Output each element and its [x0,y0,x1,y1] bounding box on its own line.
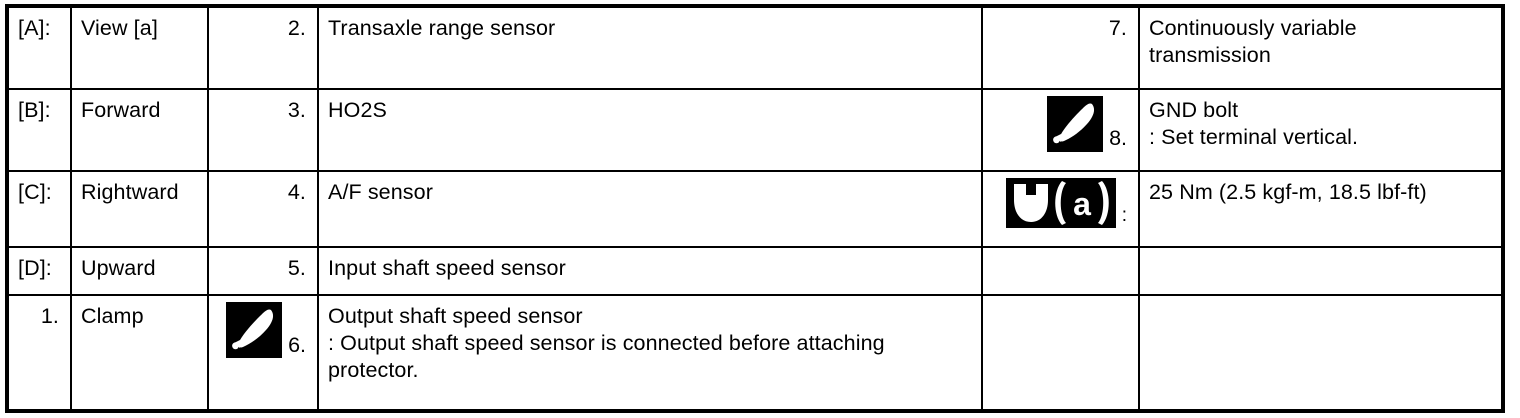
empty-cell [1140,296,1501,409]
icon-number-group-8: 8. [983,90,1138,171]
view-label-b: Forward [81,97,161,122]
row-number-cell: 4. [207,170,319,248]
svg-text:a: a [1073,186,1091,222]
view-tag-c: [C]: [18,180,52,205]
empty-cell [983,248,1138,295]
row-number2-cell: 7. [981,5,1140,90]
row-word-cell: Upward [70,245,209,297]
row-description2-cell: Continuously variable transmission [1138,5,1504,90]
pointer-icon [1047,95,1104,152]
row-tag-cell: [B]: [6,87,72,173]
item-description-5: Input shaft speed sensor [328,255,566,280]
row-tag-cell: 1. [6,294,72,412]
view-tag-a: [A]: [18,16,51,40]
item-description-3: HO2S [328,97,387,122]
row-number2-cell [981,245,1140,297]
item-number-6: 6. [288,332,306,357]
row-number-cell: 6. [207,294,319,412]
row-number-cell: 3. [207,87,319,173]
item-description-4: A/F sensor [328,180,433,205]
row-word-cell: Rightward [70,170,209,248]
row-number2-cell [981,294,1140,412]
empty-cell [983,296,1138,409]
row-number-cell: 2. [207,5,319,90]
row-tag-cell: [D]: [6,245,72,297]
row-description-cell: HO2S [317,87,983,173]
item-number-3: 3. [287,97,306,122]
item-number-7: 7. [1108,16,1127,40]
pointer-icon [226,302,283,359]
row-description-cell: A/F sensor [317,170,983,248]
row-description2-cell: GND bolt : Set terminal vertical. [1138,87,1504,173]
legend-table: [A]: View [a] 2. Transaxle range sensor … [5,4,1505,413]
row-number-cell: 5. [207,245,319,297]
item-description-6: Output shaft speed sensor : Output shaft… [328,304,885,383]
item-number-1: 1. [40,304,59,329]
view-tag-b: [B]: [18,97,51,122]
icon-number-group-6: 6. [209,296,317,409]
row-number2-cell: 8. [981,87,1140,173]
row-description2-cell [1138,245,1504,297]
row-description-cell: Transaxle range sensor [317,5,983,90]
item-description-7: Continuously variable transmission [1149,16,1357,68]
row-tag-cell: [C]: [6,170,72,248]
table-row: [C]: Rightward 4. A/F sensor [6,170,1504,248]
row-description-cell: Input shaft speed sensor [317,245,983,297]
item-description-8: GND bolt : Set terminal vertical. [1149,97,1359,149]
row-description2-cell [1138,294,1504,412]
item-description-2: Transaxle range sensor [328,16,556,40]
row-tag-cell: [A]: [6,5,72,90]
view-tag-d: [D]: [18,255,52,280]
row-word-cell: Forward [70,87,209,173]
row-word-cell: Clamp [70,294,209,412]
icon-number-group-torque: a : [983,172,1138,245]
torque-colon: : [1121,205,1127,227]
view-label-d: Upward [81,255,156,280]
row-description-cell: Output shaft speed sensor : Output shaft… [317,294,983,412]
torque-wrench-a-icon: a [1005,178,1116,229]
item-number-8: 8. [1109,126,1127,151]
table-row: [A]: View [a] 2. Transaxle range sensor … [6,5,1504,90]
view-label-c: Rightward [81,180,179,205]
row-description2-cell: 25 Nm (2.5 kgf-m, 18.5 lbf-ft) [1138,170,1504,248]
table-row: [B]: Forward 3. HO2S [6,87,1504,173]
view-label-a: View [a] [81,16,158,40]
item-number-4: 4. [287,180,306,205]
item-number-2: 2. [287,16,306,40]
item-number-5: 5. [287,255,306,280]
row-number2-cell: a : [981,170,1140,248]
empty-cell [1140,248,1501,295]
row-word-cell: View [a] [70,5,209,90]
table-row: 1. Clamp [6,294,1504,412]
torque-spec-value: 25 Nm (2.5 kgf-m, 18.5 lbf-ft) [1149,180,1427,205]
item-description-1: Clamp [81,304,144,329]
table-row: [D]: Upward 5. Input shaft speed sensor [6,245,1504,297]
